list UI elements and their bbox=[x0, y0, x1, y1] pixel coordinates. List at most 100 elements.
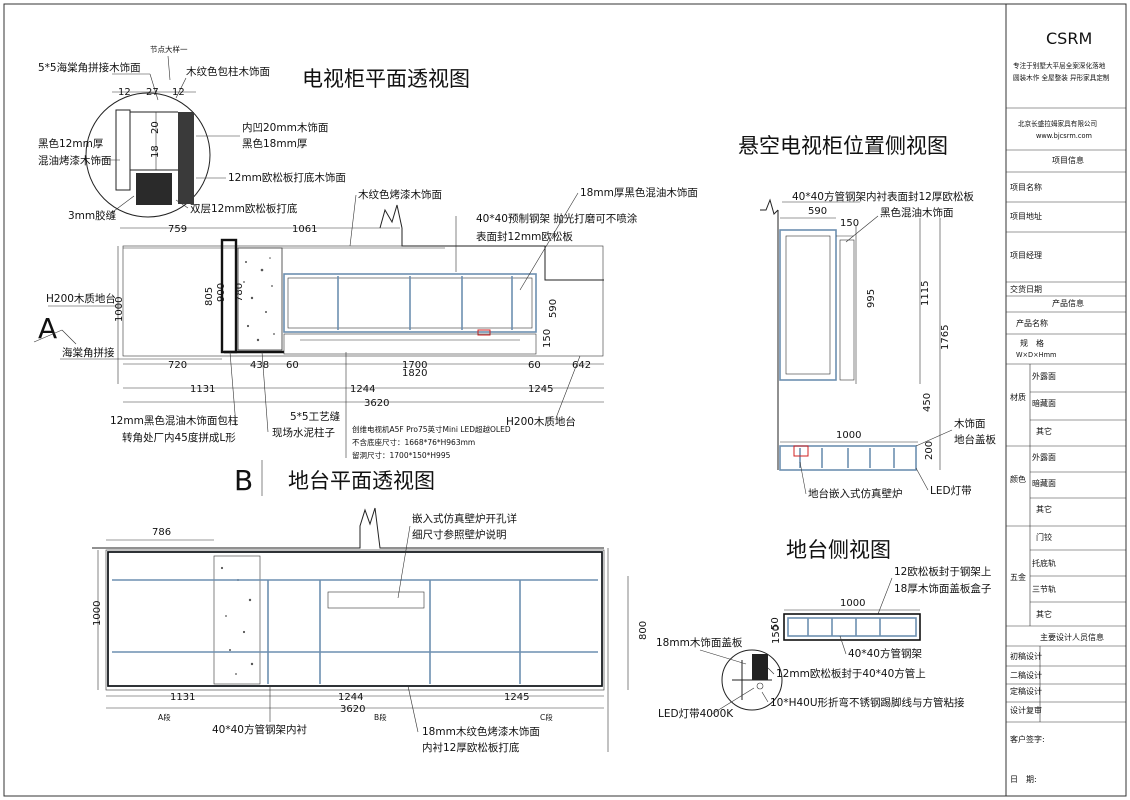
tv-info-3: 留洞尺寸：1700*150*H995 bbox=[352, 450, 451, 460]
side-ann-wood-2: 地台盖板 bbox=[954, 433, 996, 446]
tb-hardware: 五金 bbox=[1010, 572, 1026, 582]
detail-ann-top-left: 5*5海棠角拼接木饰面 bbox=[38, 61, 141, 74]
hearth-side-title: 地台侧视图 bbox=[786, 538, 891, 562]
hs-detail-circle bbox=[721, 649, 783, 711]
tv-dim-805: 805 bbox=[204, 287, 215, 306]
side-hearth bbox=[779, 445, 917, 471]
detail-dim-12b: 12 bbox=[172, 87, 185, 98]
detail-node-label: 节点大样一 bbox=[150, 44, 188, 54]
tv-concrete-pillar bbox=[237, 247, 283, 351]
tv-plan: 电视柜平面透视图 759 1061 木纹色烤漆木饰面 40*40预制钢架 抛光打… bbox=[33, 67, 698, 497]
tv-section-b: B bbox=[234, 464, 253, 497]
detail-ann-left-1: 黑色12mm厚 bbox=[38, 137, 104, 150]
tv-ann-black18: 18mm厚黑色混油木饰面 bbox=[580, 186, 698, 199]
tv-dim-60b: 60 bbox=[528, 360, 541, 371]
hearth-plan-title: 地台平面透视图 bbox=[288, 469, 435, 493]
tb-review: 设计复审 bbox=[1010, 705, 1042, 715]
tv-ann-h200-right: H200木质地台 bbox=[506, 415, 576, 428]
detail-node: 节点大样一 5*5海棠角拼接木饰面 木纹色包柱木饰面 12 27 12 20 1… bbox=[38, 44, 346, 222]
hs-ann-osb-2: 18厚木饰面盖板盒子 bbox=[894, 582, 991, 595]
tv-side-title: 悬空电视柜位置侧视图 bbox=[738, 134, 948, 158]
detail-ann-glue: 3mm胶缝 bbox=[68, 209, 117, 222]
hearth-ann-fireplace-1: 嵌入式仿真壁炉开孔详 bbox=[412, 512, 517, 525]
hearth-seg-c: C段 bbox=[540, 712, 553, 722]
tb-first-design: 初稿设计 bbox=[1010, 651, 1042, 661]
tv-dim-1061: 1061 bbox=[292, 224, 317, 235]
tb-other: 其它 bbox=[1036, 426, 1052, 436]
tv-ann-pillar-1: 12mm黑色混油木饰面包柱 bbox=[110, 414, 239, 427]
tb-client-sign: 客户签字: bbox=[1010, 734, 1045, 744]
tv-ann-gap: 5*5工艺缝 bbox=[290, 410, 341, 423]
tb-hidden: 暗藏面 bbox=[1032, 398, 1056, 408]
hearth-plan: 地台平面透视图 786 嵌入式仿真壁炉开孔详 细尺寸参照壁炉说明 1000 80… bbox=[92, 469, 649, 754]
side-dim-450: 450 bbox=[922, 393, 933, 412]
hs-black-corner bbox=[752, 654, 768, 680]
detail-ann-right-1: 内凹20mm木饰面 bbox=[242, 121, 328, 134]
hs-ann-tube: 40*40方管钢架 bbox=[848, 647, 922, 660]
tv-ann-wood-paint: 木纹色烤漆木饰面 bbox=[358, 188, 442, 201]
tv-dim-900: 900 bbox=[216, 283, 227, 302]
hearth-ann-steel-inner: 40*40方管钢架内衬 bbox=[212, 723, 307, 736]
tb-three-rail: 三节轨 bbox=[1032, 584, 1056, 594]
hs-ann-wood18: 18mm木饰面盖板 bbox=[656, 636, 743, 649]
tv-dim-1700: 1700 bbox=[402, 360, 427, 371]
hs-dim-150: 150 bbox=[771, 625, 782, 644]
tb-exposed: 外露面 bbox=[1032, 371, 1056, 381]
hearth-dim-1244: 1244 bbox=[338, 692, 363, 703]
tv-ann-h200-left: H200木质地台 bbox=[46, 292, 116, 305]
side-dim-1765: 1765 bbox=[940, 325, 951, 350]
side-dim-590: 590 bbox=[808, 206, 827, 217]
side-tv-panel bbox=[839, 239, 855, 381]
tv-dim-1244: 1244 bbox=[350, 384, 375, 395]
tv-dim-60a: 60 bbox=[286, 360, 299, 371]
hearth-side: 地台侧视图 12欧松板封于钢架上 18厚木饰面盖板盒子 1000 50 150 … bbox=[656, 538, 991, 720]
hearth-dim-800: 800 bbox=[638, 621, 649, 640]
hearth-dim-786: 786 bbox=[152, 527, 171, 538]
tv-dim-720: 720 bbox=[168, 360, 187, 371]
side-ann-fireplace: 地台嵌入式仿真壁炉 bbox=[808, 487, 903, 500]
tb-project-info: 项目信息 bbox=[1052, 155, 1084, 165]
tb-final-design: 定稿设计 bbox=[1010, 686, 1042, 696]
tv-ann-steel-2: 表面封12mm欧松板 bbox=[476, 230, 573, 243]
tv-info-1: 创维电视机A5F Pro75英寸Mini LED超越OLED bbox=[352, 424, 511, 434]
tb-color-exposed: 外露面 bbox=[1032, 452, 1056, 462]
side-dim-200: 200 bbox=[924, 441, 935, 460]
tb-second-design: 二稿设计 bbox=[1010, 670, 1042, 680]
detail-black-panel bbox=[136, 173, 172, 205]
tb-spec-2: W×D×Hmm bbox=[1016, 351, 1056, 359]
tv-dim-780: 780 bbox=[234, 283, 245, 302]
hearth-concrete bbox=[213, 555, 261, 685]
tb-spec-1: 规 格 bbox=[1020, 338, 1044, 348]
hearth-dim-1245: 1245 bbox=[504, 692, 529, 703]
tb-date: 日 期: bbox=[1010, 775, 1037, 784]
tb-designers: 主要设计人员信息 bbox=[1040, 632, 1104, 642]
tv-dim-590: 590 bbox=[548, 299, 559, 318]
tb-slogan-2: 圆装木作 全屋整装 异形家具定制 bbox=[1013, 73, 1110, 82]
concrete-speckle bbox=[243, 257, 275, 342]
side-ann-black: 黑色混油木饰面 bbox=[880, 206, 954, 219]
tv-cabinet-frame bbox=[283, 273, 537, 333]
side-cabinet bbox=[779, 229, 837, 381]
detail-ann-right-3: 12mm欧松板打底木饰面 bbox=[228, 171, 346, 184]
tv-plan-outline bbox=[122, 245, 604, 357]
hearth-dim-1000: 1000 bbox=[92, 601, 103, 626]
tv-ann-seam: 海棠角拼接 bbox=[62, 346, 115, 359]
tv-ann-pillar-2: 转角处厂内45度拼成L形 bbox=[122, 431, 236, 444]
fireplace-opening bbox=[327, 591, 425, 609]
hs-dim-50: 50 bbox=[770, 617, 781, 630]
tb-product-name: 产品名称 bbox=[1016, 318, 1048, 328]
title-block: CSRM 专注于别墅大平层全案深化落地 圆装木作 全屋整装 异形家具定制 北京长… bbox=[1005, 3, 1127, 797]
tb-brand: CSRM bbox=[1046, 29, 1092, 48]
detail-ann-double: 双层12mm欧松板打底 bbox=[190, 202, 298, 215]
detail-dim-12a: 12 bbox=[118, 87, 131, 98]
hearth-frame bbox=[107, 551, 603, 687]
hearth-seg-b: B段 bbox=[374, 712, 387, 722]
tb-project-name: 项目名称 bbox=[1010, 182, 1042, 192]
hs-ann-osb-1: 12欧松板封于钢架上 bbox=[894, 565, 991, 578]
hs-ann-kick: 10*H40U形折弯不锈钢踢脚线与方管粘接 bbox=[770, 696, 965, 709]
hearth-ann-wood18-1: 18mm木纹色烤漆木饰面 bbox=[422, 725, 540, 738]
tb-color-hidden: 暗藏面 bbox=[1032, 478, 1056, 488]
hearth-dim-1131: 1131 bbox=[170, 692, 195, 703]
side-dim-1115: 1115 bbox=[920, 281, 931, 306]
